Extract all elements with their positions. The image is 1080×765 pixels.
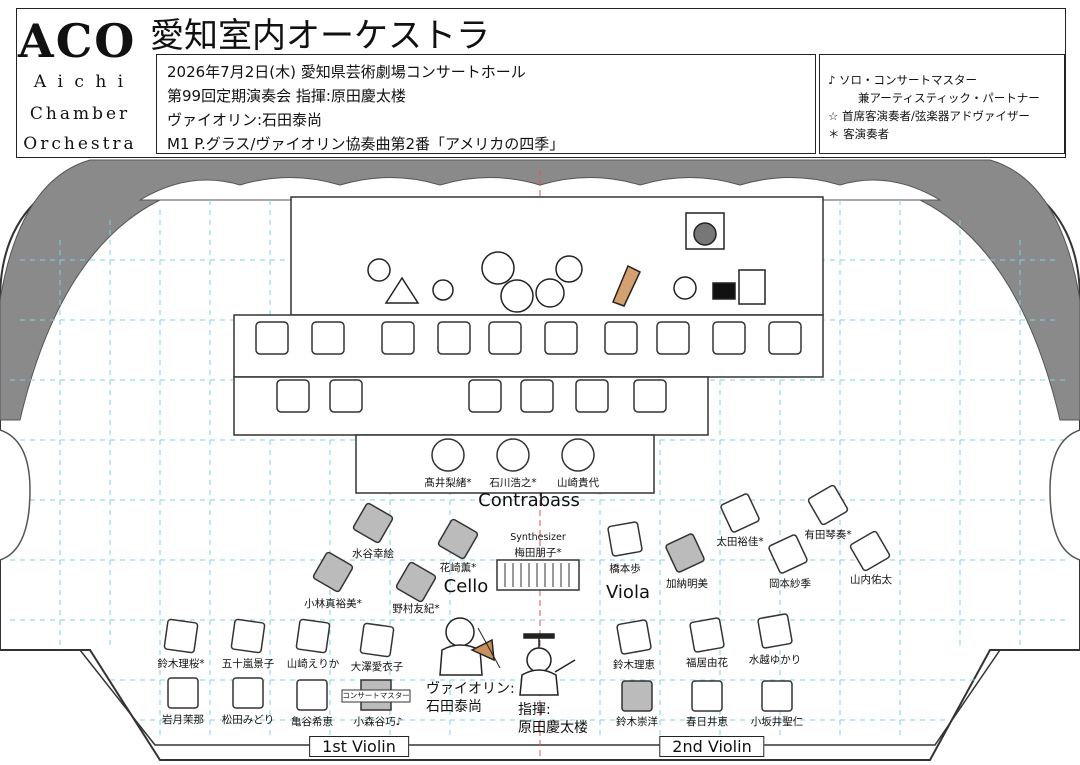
- section-cello: Cello: [443, 576, 489, 597]
- player-v1h: 小森谷巧♪: [353, 716, 403, 728]
- player-vc3: 小林真裕美*: [304, 598, 362, 610]
- violin-chairs: [163, 613, 793, 712]
- player-va5: 岡本紗季: [769, 578, 811, 590]
- section-violin2: 2nd Violin: [659, 736, 765, 757]
- cello-chairs: [312, 502, 479, 603]
- player-v1b: 五十嵐景子: [221, 658, 275, 670]
- player-v2a: 鈴木理恵: [613, 659, 655, 671]
- balcony-wall: [0, 159, 1080, 421]
- logo-aco: ACO: [18, 14, 137, 68]
- player-syn: 梅田朋子*: [514, 547, 562, 559]
- logo-line-3: Orchestra: [23, 134, 137, 154]
- legend-box: ♪ ソロ・コンサートマスター 兼アーティスティック・パートナー ☆ 首席客演奏者…: [819, 54, 1065, 154]
- player-va6: 山内佑太: [850, 574, 892, 586]
- right-door: [1049, 429, 1080, 561]
- concertmaster-tag-box: [341, 689, 411, 703]
- conductor-name: 原田慶太楼: [518, 720, 588, 736]
- player-v1a: 鈴木理桜*: [157, 658, 205, 670]
- player-v2e: 春日井恵: [686, 716, 728, 728]
- player-cb2: 石川浩之*: [489, 477, 537, 489]
- legend-line-1: ♪ ソロ・コンサートマスター: [828, 73, 977, 87]
- player-v1g: 亀谷希恵: [291, 716, 333, 728]
- player-v2f: 小坂井聖仁: [750, 716, 804, 728]
- player-v2d: 鈴木崇洋: [616, 716, 658, 728]
- logo-line-1: A i c h i: [33, 72, 127, 92]
- percussion-instruments: [367, 212, 766, 313]
- player-v2c: 水越ゆかり: [748, 654, 802, 666]
- player-vc1: 水谷幸絵: [352, 548, 394, 560]
- synthesizer-keyboard: [496, 559, 580, 591]
- player-va3: 太田裕佳*: [716, 536, 764, 548]
- page-title: 愛知室内オーケストラ: [150, 16, 490, 56]
- player-vc2: 花崎薫*: [439, 562, 477, 574]
- concertmaster-tag: コンサートマスター: [342, 691, 410, 700]
- soloist-figure: [439, 617, 501, 676]
- player-va1: 橋本歩: [609, 563, 641, 575]
- contrabass-stools: [431, 438, 595, 472]
- concert-info-box: 2026年7月2日(木) 愛知県芸術劇場コンサートホール 第99回定期演奏会 指…: [156, 54, 816, 154]
- legend-line-2: 兼アーティスティック・パートナー: [858, 91, 1040, 105]
- header-frame: [16, 8, 1066, 158]
- soloist-role: ヴァイオリン:: [426, 681, 515, 697]
- legend-line-4: ＊ 客演奏者: [828, 127, 890, 141]
- chairs-back: [255, 321, 802, 413]
- aco-logo: ACO A i c h i Chamber Orchestra: [10, 8, 150, 158]
- player-v2b: 福居由花: [686, 657, 728, 669]
- info-line-3: ヴァイオリン:石田泰尚: [167, 111, 323, 129]
- player-vc4: 野村友紀*: [392, 603, 440, 615]
- stage-inner-line: [0, 649, 1080, 746]
- section-violin1: 1st Violin: [309, 736, 409, 757]
- section-synth: Synthesizer: [510, 532, 566, 543]
- soloist-name: 石田泰尚: [426, 699, 482, 715]
- info-line-1: 2026年7月2日(木) 愛知県芸術劇場コンサートホール: [167, 63, 526, 81]
- left-door: [0, 429, 31, 561]
- section-contrabass: Contrabass: [478, 490, 580, 511]
- info-line-2: 第99回定期演奏会 指揮:原田慶太楼: [167, 87, 406, 105]
- logo-line-2: Chamber: [29, 104, 131, 124]
- section-viola: Viola: [606, 582, 650, 603]
- player-v1f: 松田みどり: [221, 714, 275, 726]
- player-cb3: 山崎貴代: [557, 477, 599, 489]
- conductor-role: 指揮:: [518, 702, 551, 718]
- player-v1e: 岩月茉那: [162, 714, 204, 726]
- viola-chairs: [607, 484, 891, 574]
- player-va2: 加納明美: [666, 578, 708, 590]
- player-v1d: 大澤愛衣子: [350, 661, 404, 673]
- player-cb1: 髙井梨緒*: [424, 477, 472, 489]
- player-va4: 有田琴奏*: [804, 529, 852, 541]
- conductor-figure: [519, 633, 576, 696]
- player-v1c: 山崎えりか: [286, 658, 340, 670]
- info-line-4: M1 P.グラス/ヴァイオリン協奏曲第2番「アメリカの四季」: [167, 135, 565, 153]
- legend-line-3: ☆ 首席客演奏者/弦楽器アドヴァイザー: [828, 109, 1030, 123]
